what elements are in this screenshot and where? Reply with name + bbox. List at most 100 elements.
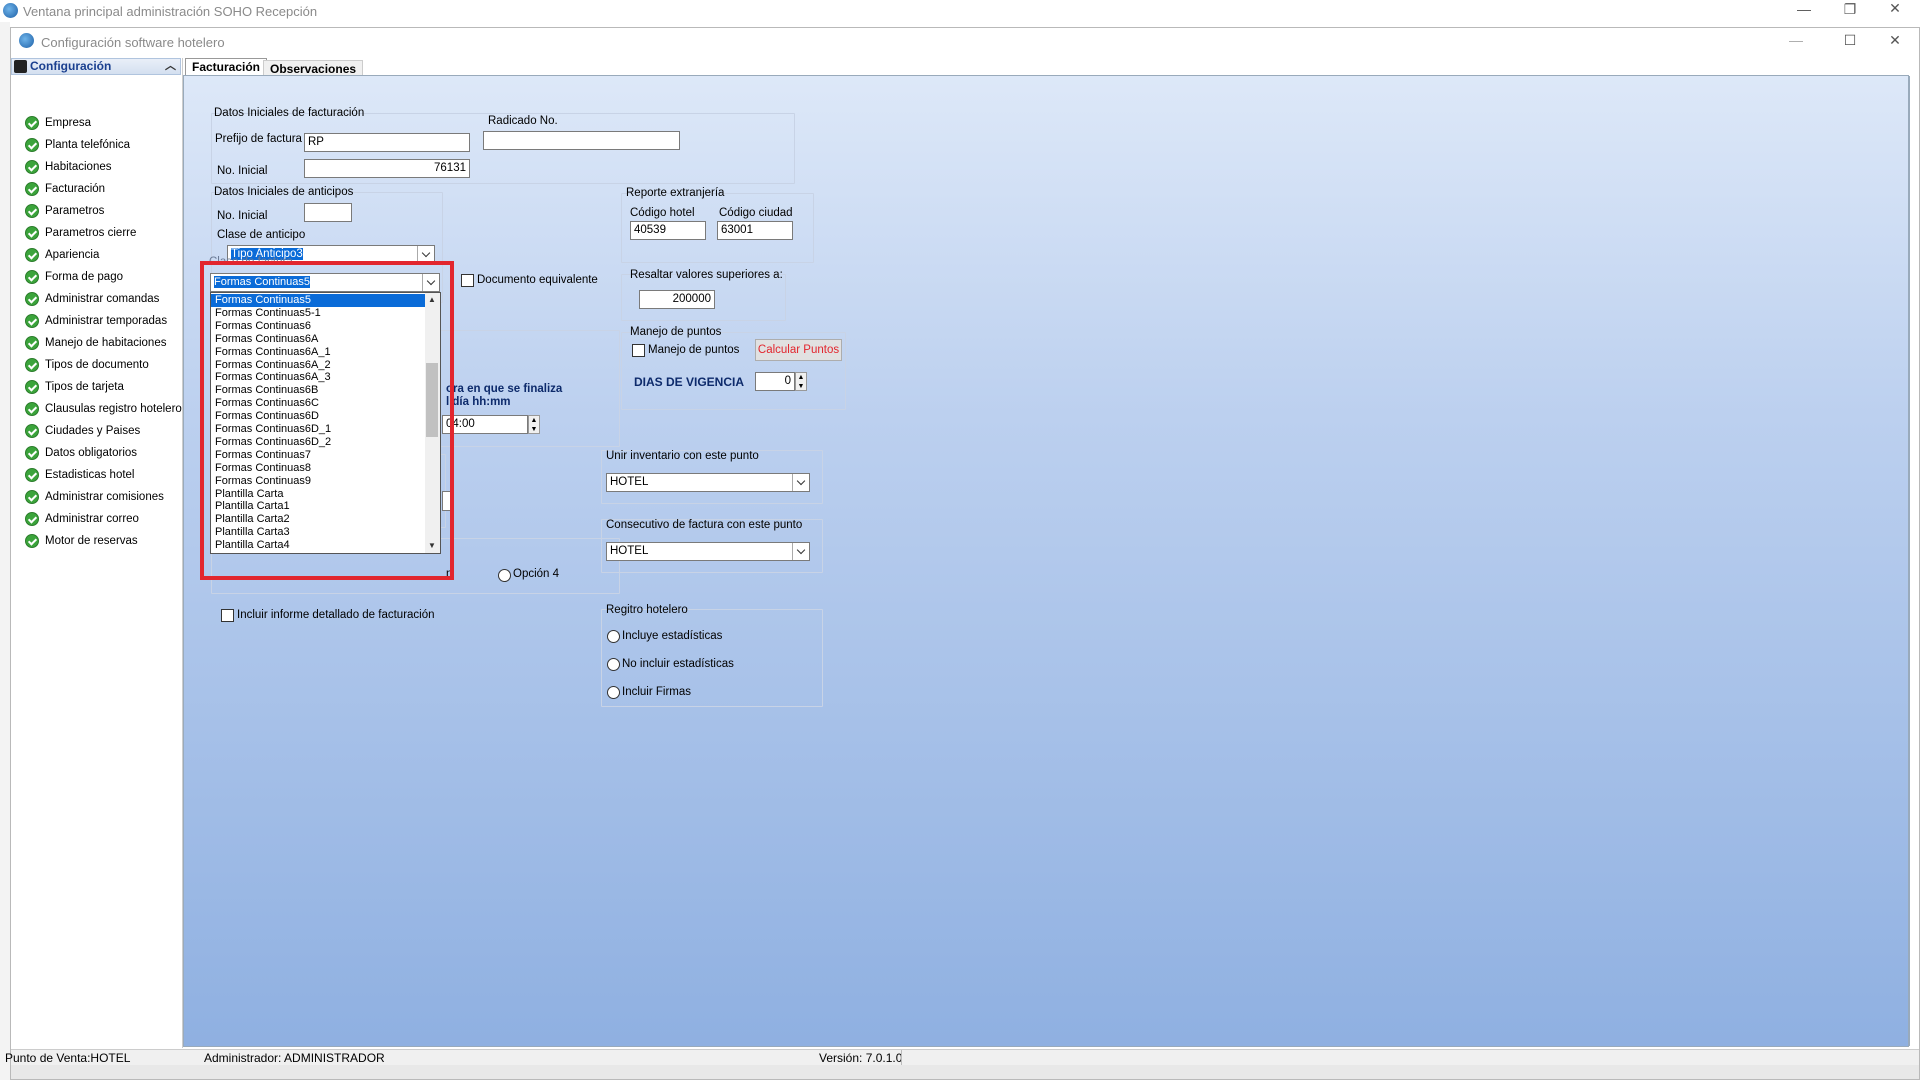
dropdown-option[interactable]: Formas Continuas6D_1	[215, 423, 332, 435]
dropdown-option[interactable]: Formas Continuas6	[215, 319, 311, 332]
codigo-hotel-input[interactable]: 40539	[630, 221, 706, 240]
sidebar-item[interactable]: Administrar correo	[25, 510, 139, 530]
resaltar-input[interactable]: 200000	[639, 290, 715, 309]
sidebar-item[interactable]: Parametros	[25, 202, 104, 222]
sidebar-item-label: Manejo de habitaciones	[45, 337, 167, 349]
close-icon[interactable]: ✕	[1889, 0, 1901, 16]
dropdown-option[interactable]: Formas Continuas6A_1	[215, 345, 331, 358]
tab-observaciones[interactable]: Observaciones	[263, 60, 364, 78]
sidebar-item[interactable]: Estadisticas hotel	[25, 466, 135, 486]
panel-edge	[1908, 76, 1910, 1046]
no-inicial-label: No. Inicial	[217, 165, 268, 177]
sidebar-item[interactable]: Forma de pago	[25, 268, 123, 288]
sidebar-item-label: Administrar comandas	[45, 293, 160, 305]
collapse-icon[interactable]: ︿	[165, 60, 176, 72]
minimize-icon[interactable]: —	[1797, 1, 1811, 17]
spinner-icon[interactable]: ▲▼	[795, 372, 807, 391]
dropdown-option[interactable]: Formas Continuas6D_2	[215, 435, 332, 448]
codigo-hotel-label: Código hotel	[630, 207, 695, 219]
sidebar-item[interactable]: Facturación	[25, 180, 105, 200]
sidebar-item[interactable]: Parametros cierre	[25, 224, 136, 244]
dropdown-option[interactable]: Formas Continuas5-1	[215, 306, 321, 319]
dropdown-option[interactable]: Plantilla Carta2	[215, 513, 290, 526]
dropdown-scrollbar[interactable]: ▲ ▼	[425, 293, 440, 553]
consecutivo-select[interactable]: HOTEL	[606, 542, 810, 561]
close-icon[interactable]: ✕	[1889, 32, 1901, 48]
dropdown-option[interactable]: Plantilla Carta4	[215, 539, 290, 552]
tab-facturacion[interactable]: Facturación	[185, 58, 268, 76]
dropdown-option[interactable]: Formas Continuas6A_3	[215, 371, 331, 384]
sidebar-item[interactable]: Empresa	[25, 114, 91, 134]
manejo-puntos-checkbox[interactable]	[632, 344, 645, 357]
sidebar-item[interactable]: Ciudades y Paises	[25, 422, 140, 442]
incluir-firmas-radio[interactable]	[607, 686, 620, 699]
incluir-informe-checkbox[interactable]	[221, 609, 234, 622]
incluir-firmas-label: Incluir Firmas	[622, 686, 692, 698]
sidebar-item-label: Clausulas registro hotelero	[45, 403, 182, 415]
spinner-icon[interactable]: ▲▼	[528, 415, 540, 434]
sidebar-item[interactable]: Manejo de habitaciones	[25, 334, 166, 354]
maximize-icon[interactable]: ☐	[1843, 32, 1857, 48]
prefijo-input[interactable]: RP	[304, 133, 470, 152]
sidebar-item[interactable]: Administrar temporadas	[25, 312, 167, 332]
chevron-down-icon[interactable]	[792, 474, 809, 491]
unir-inventario-select[interactable]: HOTEL	[606, 473, 810, 492]
dropdown-option[interactable]: Formas Continuas5	[211, 294, 425, 307]
dropdown-option[interactable]: Formas Continuas6A	[215, 332, 319, 345]
calcular-puntos-button[interactable]: Calcular Puntos	[755, 339, 842, 361]
vigencia-input[interactable]: 0	[755, 372, 795, 391]
sidebar-item-label: Administrar comisiones	[45, 491, 164, 503]
dropdown-option[interactable]: Plantilla Carta1	[215, 500, 290, 513]
sidebar-item[interactable]: Planta telefónica	[25, 136, 130, 156]
hora-cierre-input[interactable]: 04:00	[442, 415, 528, 434]
no-incluir-estadisticas-radio[interactable]	[607, 658, 620, 671]
sidebar-item[interactable]: Tipos de documento	[25, 356, 149, 376]
consecutivo-group	[601, 519, 823, 573]
dropdown-option[interactable]: Formas Continuas6B	[215, 384, 319, 397]
dropdown-option[interactable]: Formas Continuas9	[215, 474, 311, 487]
sidebar-item[interactable]: Motor de reservas	[25, 532, 138, 552]
sidebar-item-label: Apariencia	[45, 249, 100, 261]
chevron-down-icon[interactable]	[417, 246, 434, 263]
documento-equivalente-checkbox[interactable]	[461, 274, 474, 287]
sidebar-item[interactable]: Administrar comisiones	[25, 488, 164, 508]
scroll-down-icon[interactable]: ▼	[428, 541, 436, 550]
chevron-down-icon[interactable]	[422, 274, 439, 291]
codigo-ciudad-input[interactable]: 63001	[717, 221, 793, 240]
status-divider	[901, 1050, 902, 1066]
consecutivo-value: HOTEL	[610, 545, 649, 557]
dropdown-option[interactable]: Formas Continuas6C	[215, 397, 319, 410]
chevron-down-icon[interactable]	[792, 543, 809, 560]
sidebar-item[interactable]: Habitaciones	[25, 158, 111, 178]
check-circle-icon	[25, 314, 39, 328]
minimize-icon[interactable]: —	[1789, 32, 1803, 48]
dropdown-option[interactable]: Formas Continuas7	[215, 448, 311, 461]
anticipos-label: Datos Iniciales de anticipos	[214, 186, 354, 198]
radicado-input[interactable]	[483, 131, 680, 150]
no-inicial-input[interactable]: 76131	[304, 159, 470, 178]
dropdown-option[interactable]: Formas Continuas6D	[215, 410, 319, 423]
manejo-puntos-group-label: Manejo de puntos	[630, 326, 722, 338]
sidebar-item[interactable]: Clausulas registro hotelero	[25, 400, 182, 420]
opcion4-radio[interactable]	[498, 569, 511, 582]
dropdown-option[interactable]: Plantilla Carta3	[215, 526, 290, 539]
dropdown-option[interactable]: Formas Continuas8	[215, 461, 311, 474]
sidebar-item[interactable]: Datos obligatorios	[25, 444, 137, 464]
opcion-partial-label: n	[446, 568, 453, 580]
anticipo-no-inicial-input[interactable]	[304, 203, 352, 222]
incluye-estadisticas-radio[interactable]	[607, 630, 620, 643]
sidebar-item[interactable]: Apariencia	[25, 246, 99, 266]
prefijo-label: Prefijo de factura	[215, 133, 302, 145]
scroll-thumb[interactable]	[426, 363, 438, 437]
dropdown-option[interactable]: Formas Continuas6A_2	[215, 358, 331, 371]
sidebar-item[interactable]: Tipos de tarjeta	[25, 378, 124, 398]
clase-factura-select[interactable]: Formas Continuas5	[210, 273, 440, 292]
restore-icon[interactable]: ❐	[1843, 1, 1857, 17]
scroll-up-icon[interactable]: ▲	[428, 295, 436, 304]
dropdown-option[interactable]: Plantilla Carta	[215, 487, 284, 500]
datos-iniciales-label: Datos Iniciales de facturación	[214, 107, 365, 119]
sidebar-header[interactable]: Configuración ︿	[11, 58, 181, 75]
sidebar-item[interactable]: Administrar comandas	[25, 290, 159, 310]
check-circle-icon	[25, 336, 39, 350]
